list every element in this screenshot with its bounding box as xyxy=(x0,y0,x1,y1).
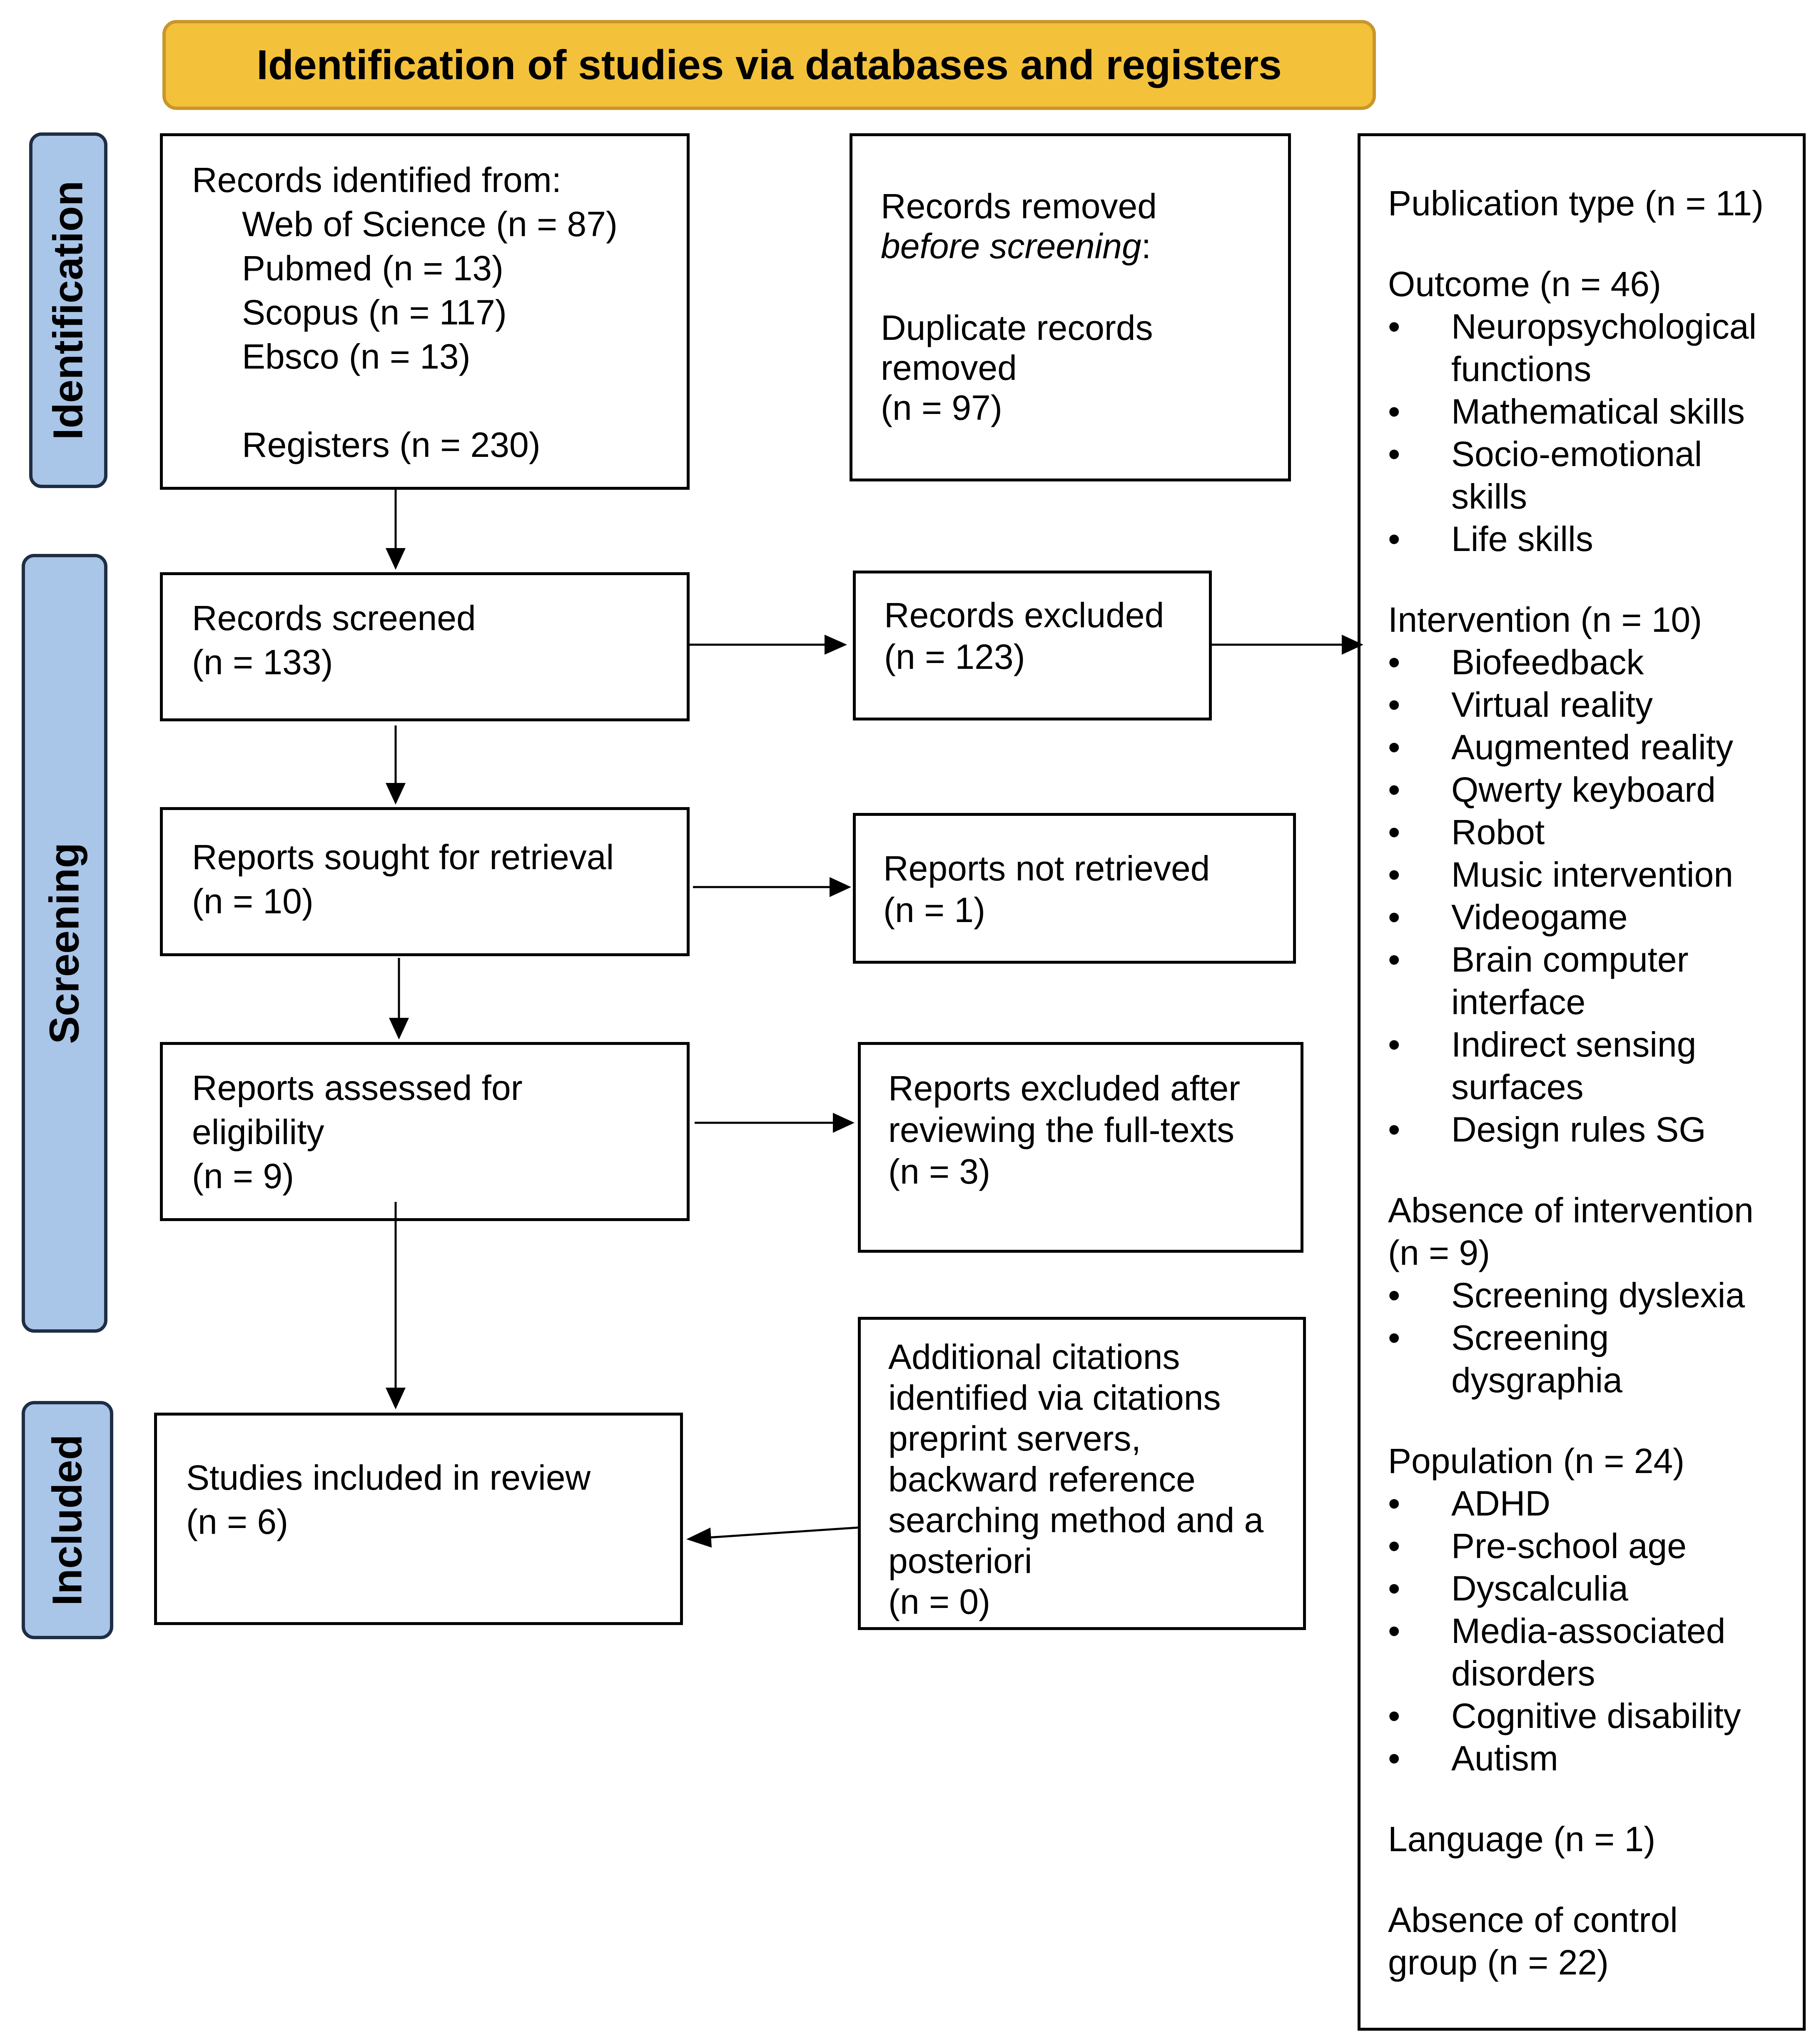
records-identified-box: Records identified from: Web of Science … xyxy=(160,133,690,490)
records-identified-heading: Records identified from: xyxy=(192,160,562,199)
population-item: ADHD xyxy=(1388,1482,1764,1525)
arrowhead-assessed-to-excluded-full xyxy=(833,1113,855,1133)
reports-assessed-line2: eligibility xyxy=(192,1112,324,1152)
duplicate-records-count: (n = 97) xyxy=(881,388,1002,427)
arrowhead-assessed-to-included xyxy=(386,1388,406,1409)
header-banner: Identification of studies via databases … xyxy=(162,20,1376,110)
before-screening-colon: : xyxy=(1141,227,1151,266)
records-screened-box: Records screened (n = 133) xyxy=(160,572,690,721)
records-excluded-count: (n = 123) xyxy=(884,637,1025,676)
reason-language: Language (n = 1) xyxy=(1388,1820,1656,1859)
source-web-of-science: Web of Science (n = 87) xyxy=(242,204,618,244)
population-item: Cognitive disability xyxy=(1388,1695,1764,1737)
intervention-item: Videogame xyxy=(1388,896,1764,938)
additional-citations-line2: identified via citations xyxy=(888,1378,1221,1417)
outcome-item: Life skills xyxy=(1388,518,1764,560)
reports-assessed-count: (n = 9) xyxy=(192,1157,294,1196)
intervention-item: Design rules SG xyxy=(1388,1108,1764,1151)
additional-citations-line3: preprint servers, xyxy=(888,1419,1141,1458)
additional-citations-line4: backward reference xyxy=(888,1460,1196,1499)
reports-sought-count: (n = 10) xyxy=(192,882,314,921)
outcome-item: Mathematical skills xyxy=(1388,390,1764,433)
population-item: Dyscalculia xyxy=(1388,1567,1764,1610)
absence-intervention-item: Screening dyslexia xyxy=(1388,1274,1764,1316)
arrowhead-excluded-to-reasons xyxy=(1342,635,1363,655)
before-screening-text: before screening xyxy=(881,227,1141,266)
records-removed-box: Records removed before screening: Duplic… xyxy=(850,133,1291,481)
additional-citations-line1: Additional citations xyxy=(888,1337,1180,1376)
reports-sought-box: Reports sought for retrieval (n = 10) xyxy=(160,807,690,956)
arrow-additional-to-included xyxy=(708,1526,858,1539)
reports-sought-label: Reports sought for retrieval xyxy=(192,838,614,877)
reason-absence-intervention-line2: (n = 9) xyxy=(1388,1233,1490,1272)
records-excluded-label: Records excluded xyxy=(884,596,1164,635)
intervention-item: Augmented reality xyxy=(1388,726,1764,768)
intervention-item: Music intervention xyxy=(1388,853,1764,896)
records-screened-count: (n = 133) xyxy=(192,643,333,682)
studies-included-box: Studies included in review (n = 6) xyxy=(154,1413,683,1625)
additional-citations-box: Additional citations identified via cita… xyxy=(858,1317,1306,1630)
arrowhead-screened-to-excluded xyxy=(825,635,847,655)
intervention-item: Biofeedback xyxy=(1388,641,1764,683)
reports-assessed-line1: Reports assessed for xyxy=(192,1068,523,1107)
additional-citations-line6: posteriori xyxy=(888,1541,1032,1580)
reason-population-heading: Population (n = 24) xyxy=(1388,1441,1685,1481)
population-item: Autism xyxy=(1388,1737,1764,1780)
phase-screening: Screening xyxy=(22,554,107,1333)
reason-outcome-heading: Outcome (n = 46) xyxy=(1388,264,1661,304)
reason-intervention-heading: Intervention (n = 10) xyxy=(1388,600,1702,639)
additional-citations-line5: searching method and a xyxy=(888,1501,1264,1540)
arrowhead-identified-to-screened xyxy=(386,548,406,570)
intervention-item: Virtual reality xyxy=(1388,683,1764,726)
intervention-item: Qwerty keyboard xyxy=(1388,768,1764,811)
studies-included-label: Studies included in review xyxy=(186,1458,591,1497)
studies-included-count: (n = 6) xyxy=(186,1502,289,1541)
reason-absence-intervention-line1: Absence of intervention xyxy=(1388,1191,1754,1230)
population-item: Pre-school age xyxy=(1388,1525,1764,1567)
reason-absence-control-line1: Absence of control xyxy=(1388,1900,1678,1939)
intervention-item: Robot xyxy=(1388,811,1764,853)
population-list: ADHD Pre-school age Dyscalculia Media-as… xyxy=(1388,1482,1764,1780)
registers-count: Registers (n = 230) xyxy=(242,425,541,464)
duplicate-records-line2: removed xyxy=(881,348,1017,387)
reason-absence-control-line2: group (n = 22) xyxy=(1388,1943,1609,1982)
phase-included: Included xyxy=(22,1401,113,1639)
records-screened-label: Records screened xyxy=(192,598,476,638)
additional-citations-count: (n = 0) xyxy=(888,1582,991,1621)
reports-assessed-box: Reports assessed for eligibility (n = 9) xyxy=(160,1042,690,1221)
reports-not-retrieved-label: Reports not retrieved xyxy=(883,849,1210,888)
arrowhead-additional-to-included xyxy=(686,1528,712,1548)
reports-excluded-full-line1: Reports excluded after xyxy=(888,1069,1241,1108)
reason-publication-type: Publication type (n = 11) xyxy=(1388,184,1764,223)
source-pubmed: Pubmed (n = 13) xyxy=(242,249,504,288)
reports-excluded-full-box: Reports excluded after reviewing the ful… xyxy=(858,1042,1303,1253)
phase-identification: Identification xyxy=(29,132,107,488)
records-removed-line1: Records removed xyxy=(881,187,1157,226)
reports-excluded-full-count: (n = 3) xyxy=(888,1152,991,1191)
arrowhead-sought-to-not-retrieved xyxy=(830,877,851,897)
source-ebsco: Ebsco (n = 13) xyxy=(242,337,471,376)
exclusion-reasons-box: Publication type (n = 11) Outcome (n = 4… xyxy=(1358,133,1806,2031)
reports-not-retrieved-box: Reports not retrieved (n = 1) xyxy=(853,813,1296,964)
intervention-list: Biofeedback Virtual reality Augmented re… xyxy=(1388,641,1764,1151)
records-excluded-box: Records excluded (n = 123) xyxy=(853,571,1212,720)
reports-excluded-full-line2: reviewing the full-texts xyxy=(888,1110,1235,1149)
arrowhead-screened-to-sought xyxy=(386,783,406,805)
arrowhead-sought-to-assessed xyxy=(389,1018,409,1039)
header-title: Identification of studies via databases … xyxy=(257,41,1282,88)
duplicate-records-line1: Duplicate records xyxy=(881,308,1153,347)
source-scopus: Scopus (n = 117) xyxy=(242,293,507,332)
reports-not-retrieved-count: (n = 1) xyxy=(883,890,986,930)
